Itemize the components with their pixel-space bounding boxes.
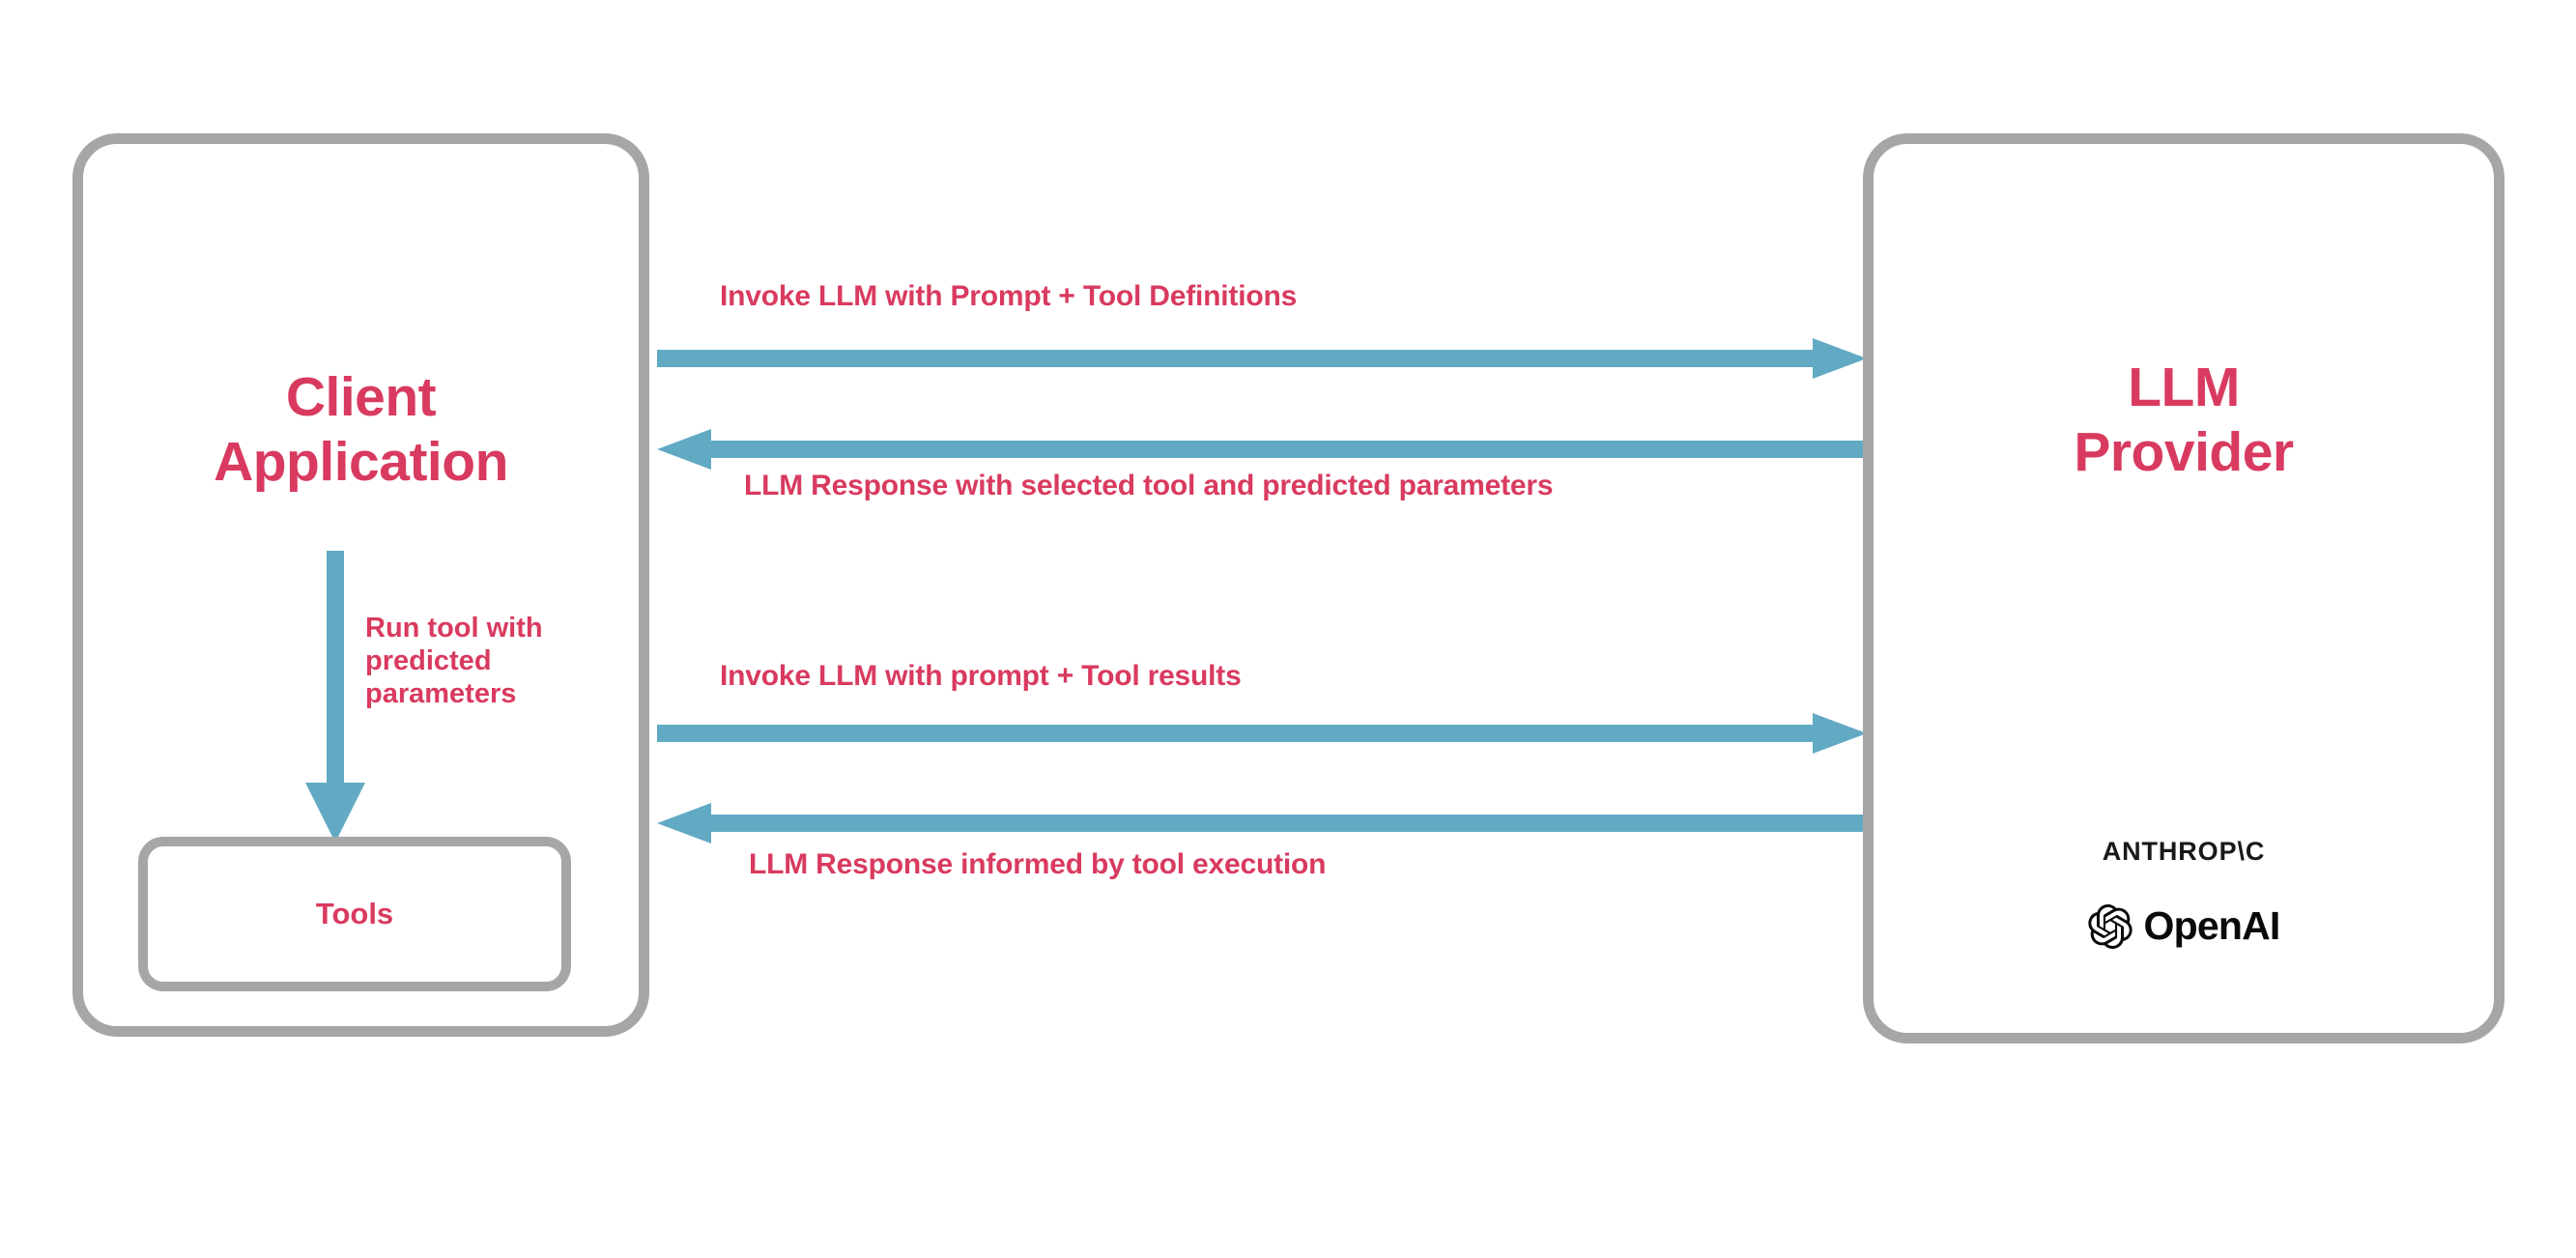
arrow-right-shape (657, 713, 1867, 754)
anthropic-logo: ANTHROP\C (2102, 837, 2266, 866)
invoke-with-tool-definitions-label: Invoke LLM with Prompt + Tool Definition… (720, 280, 1298, 312)
run-tool-arrow-label: Run tool with predicted parameters (365, 613, 543, 710)
llm-response-informed-arrow (657, 803, 1867, 843)
run-tool-arrow-shape (305, 551, 365, 843)
llm-provider-box[interactable] (1863, 133, 2504, 1044)
tools-box[interactable] (138, 837, 571, 991)
invoke-with-tool-definitions-arrow (657, 338, 1867, 379)
invoke-with-tool-results-arrow (657, 713, 1867, 754)
openai-mark-icon (2087, 903, 2132, 949)
arrow-left-shape (657, 803, 1867, 843)
client-application-title: Client Application (214, 366, 508, 494)
openai-logo: OpenAI (1863, 903, 2504, 949)
llm-response-informed-label: LLM Response informed by tool execution (749, 848, 1327, 880)
llm-provider-title: LLM Provider (2074, 357, 2294, 484)
llm-response-selected-tool-arrow (657, 429, 1867, 470)
llm-response-selected-tool-label: LLM Response with selected tool and pred… (744, 470, 1554, 501)
run-tool-arrow (305, 551, 365, 843)
invoke-with-tool-results-label: Invoke LLM with prompt + Tool results (720, 660, 1242, 692)
arrow-left-shape (657, 429, 1867, 470)
tools-label: Tools (315, 897, 394, 930)
arrow-right-shape (657, 338, 1867, 379)
openai-wordmark: OpenAI (2143, 903, 2281, 948)
